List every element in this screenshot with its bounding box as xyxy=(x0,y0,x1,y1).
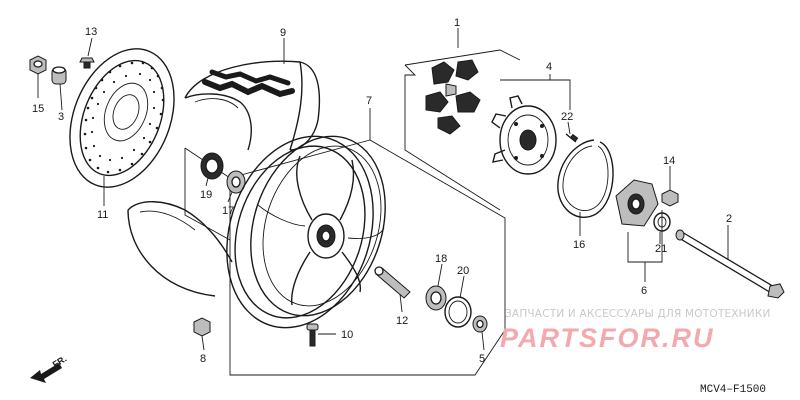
callout-14: 14 xyxy=(663,155,675,167)
collar-5 xyxy=(472,315,488,333)
callout-numbers: 1 2 3 4 5 6 7 8 9 10 11 12 13 14 15 16 1… xyxy=(32,17,732,365)
final-driven-flange xyxy=(491,95,557,175)
damper-rubbers xyxy=(425,59,481,135)
bearing-18 xyxy=(425,285,447,311)
rear-axle xyxy=(675,229,785,299)
bearing-17 xyxy=(226,170,246,194)
callout-18: 18 xyxy=(435,253,447,265)
front-direction-arrow: FR. xyxy=(30,354,68,383)
callout-10: 10 xyxy=(341,329,353,341)
leader-lines xyxy=(37,37,729,351)
front-arrow-label: FR. xyxy=(51,354,69,370)
callout-21: 21 xyxy=(655,243,667,255)
nut-8 xyxy=(193,317,211,337)
callout-3: 3 xyxy=(58,111,64,123)
bolt-13 xyxy=(79,57,95,69)
seal-21 xyxy=(653,212,671,232)
callout-19: 19 xyxy=(200,189,212,201)
callout-12: 12 xyxy=(396,315,408,327)
collar-3 xyxy=(51,66,67,85)
seal-20 xyxy=(444,296,472,328)
brake-disc xyxy=(69,48,175,188)
bearing-19 xyxy=(200,152,224,180)
watermark: ЗАПЧАСТИ И АКСЕССУАРЫ ДЛЯ МОТОТЕХНИКИ PA… xyxy=(500,308,771,353)
callout-17: 17 xyxy=(222,205,234,217)
diagram-code: MCV4–F1500 xyxy=(700,384,766,396)
collar-12 xyxy=(374,266,411,299)
valve-stem xyxy=(306,323,319,347)
callout-20: 20 xyxy=(457,265,469,277)
callout-13: 13 xyxy=(85,26,97,38)
callout-22: 22 xyxy=(561,111,573,123)
callout-16: 16 xyxy=(573,239,585,251)
snap-ring xyxy=(557,139,614,218)
tire xyxy=(127,60,321,297)
watermark-brand: PARTSFOR.RU xyxy=(500,323,715,353)
stud-bolt-22 xyxy=(565,133,579,143)
callout-5: 5 xyxy=(479,353,485,365)
callout-6: 6 xyxy=(641,285,647,297)
nut-14 xyxy=(661,189,679,207)
callout-2: 2 xyxy=(726,213,732,225)
wheel-rim xyxy=(226,135,386,329)
callout-7: 7 xyxy=(366,95,372,107)
callout-8: 8 xyxy=(200,353,206,365)
callout-1: 1 xyxy=(454,17,460,29)
nut-15 xyxy=(29,55,47,75)
driven-hub xyxy=(615,179,659,227)
assembly-bracket-lines xyxy=(184,28,663,376)
watermark-tagline: ЗАПЧАСТИ И АКСЕССУАРЫ ДЛЯ МОТОТЕХНИКИ xyxy=(505,308,771,320)
callout-11: 11 xyxy=(97,209,108,221)
callout-15: 15 xyxy=(32,103,44,115)
callout-9: 9 xyxy=(280,27,286,39)
callout-4: 4 xyxy=(546,61,552,73)
